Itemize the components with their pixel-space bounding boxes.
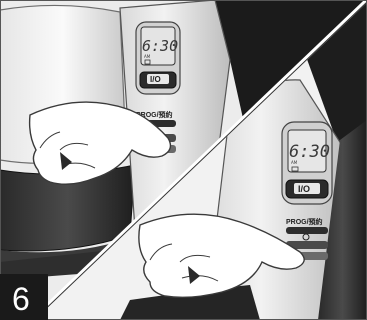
power-button-label-top: I/O bbox=[150, 75, 161, 84]
step-number: 6 bbox=[12, 281, 30, 317]
display-time-top: 6:30 bbox=[142, 37, 178, 55]
prog-button-bottom[interactable] bbox=[286, 227, 328, 234]
prog-label-bottom: PROG/預約 bbox=[286, 217, 323, 226]
power-button-label-bottom: I/O bbox=[298, 184, 310, 194]
display-time-bottom: 6:30 bbox=[289, 142, 330, 162]
display-am-bottom: AM bbox=[291, 160, 298, 165]
display-am-top: AM bbox=[144, 54, 151, 59]
